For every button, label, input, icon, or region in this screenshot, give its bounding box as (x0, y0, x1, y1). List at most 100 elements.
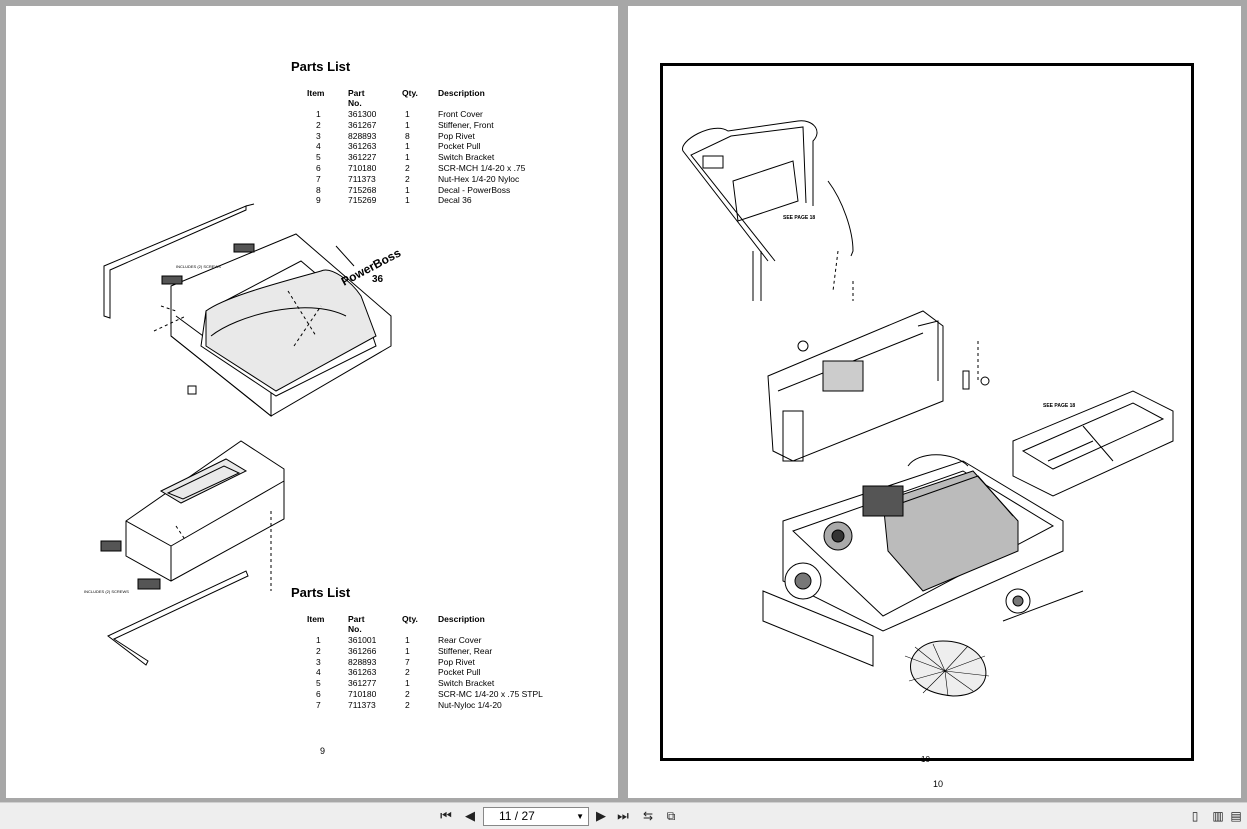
page-indicator: 11 / 27 (499, 809, 535, 823)
table-row: 9 715269 1 Decal 36 (6, 195, 606, 206)
cell-part: 828893 (348, 130, 377, 141)
cell-part: 361277 (348, 678, 377, 689)
cell-part: 715268 (348, 184, 377, 195)
inner-page-number: 10 (921, 755, 930, 764)
cell-item: 9 (316, 195, 321, 206)
first-page-icon[interactable]: ⏮ (440, 808, 452, 823)
previous-page-icon[interactable]: ◀ (465, 808, 475, 823)
see-page-label-top: SEE PAGE 18 (783, 215, 815, 221)
col-desc-header: Description (438, 88, 485, 98)
cell-item: 5 (316, 678, 321, 689)
cell-qty: 8 (405, 130, 410, 141)
page-number-left: 9 (320, 746, 326, 756)
left-page: Parts List Item Part No. Qty. Descriptio… (6, 6, 618, 798)
cell-desc: Pop Rivet (438, 656, 475, 667)
cell-qty: 2 (405, 689, 410, 699)
col-desc-header: Description (438, 614, 485, 624)
cell-item: 7 (316, 173, 321, 184)
cell-qty: 1 (405, 119, 410, 130)
cell-part: 361227 (348, 152, 377, 163)
page-number-right: 10 (933, 779, 944, 789)
cell-part: 361267 (348, 119, 377, 130)
cell-desc: Nut-Hex 1/4-20 Nyloc (438, 173, 520, 184)
cell-qty: 1 (405, 141, 410, 152)
cell-item: 3 (316, 130, 321, 141)
includes-screws-label-rear: INCLUDES (2) SCREWS (84, 589, 129, 594)
table-row: 4 361263 1 Pocket Pull (6, 141, 606, 152)
table-row: 1 361300 1 Front Cover (6, 109, 606, 120)
cell-part: 710180 (348, 689, 377, 699)
table-row: 3 828893 8 Pop Rivet (6, 131, 606, 142)
table-row: 7 711373 2 Nut-Nyloc 1/4-20 (6, 700, 606, 711)
col-qty-header: Qty. (402, 88, 418, 98)
front-cover-diagram: PowerBoss 36 INCLUDES (2) SCREWS (103, 203, 403, 418)
cell-part: 828893 (348, 656, 377, 667)
cell-qty: 1 (405, 645, 410, 656)
cell-item: 4 (316, 141, 321, 152)
cell-desc: Switch Bracket (438, 678, 495, 689)
cell-item: 8 (316, 184, 321, 195)
continuous-view-icon[interactable]: ▥ (1212, 809, 1224, 823)
cell-desc: SCR-MCH 1/4-20 x .75 (438, 163, 526, 173)
cell-item: 2 (316, 119, 321, 130)
cell-desc: Pop Rivet (438, 130, 475, 141)
cell-desc: Switch Bracket (438, 152, 495, 163)
cell-qty: 7 (405, 656, 410, 667)
rear-parts-list-title: Parts List (291, 585, 351, 600)
cell-part: 711373 (348, 173, 376, 184)
cell-part: 361263 (348, 667, 377, 678)
cell-item: 5 (316, 152, 321, 163)
cell-qty: 1 (405, 184, 410, 195)
viewer-toolbar: ⏮ ◀ 11 / 27 ▼ ▶ ⏭ ⇆ ⧉ ▯ ▥ ▤ (0, 802, 1247, 829)
facing-pages-view-icon[interactable]: ▤ (1230, 809, 1242, 823)
col-item-header: Item (307, 88, 325, 98)
cell-item: 1 (316, 109, 321, 119)
cell-qty: 1 (405, 195, 410, 206)
cell-desc: SCR-MC 1/4-20 x .75 STPL (438, 689, 543, 699)
cell-qty: 1 (405, 678, 410, 689)
cell-qty: 1 (405, 635, 410, 645)
cell-desc: Nut-Nyloc 1/4-20 (438, 699, 502, 710)
next-page-icon[interactable]: ▶ (596, 808, 606, 823)
cell-item: 6 (316, 163, 321, 173)
cell-desc: Decal 36 (438, 195, 472, 206)
cell-item: 7 (316, 699, 321, 710)
col-item-header: Item (307, 614, 325, 624)
includes-screws-label-front: INCLUDES (2) SCREWS (176, 264, 221, 269)
right-page: SEE PAGE 18 SEE PAGE 18 10 10 (628, 6, 1241, 798)
single-page-view-icon[interactable]: ▯ (1191, 809, 1199, 823)
cell-part: 715269 (348, 195, 377, 206)
cell-desc: Pocket Pull (438, 141, 481, 152)
go-back-icon[interactable]: ⇆ (642, 809, 654, 823)
table-row: 7 711373 2 Nut-Hex 1/4-20 Nyloc (6, 174, 606, 185)
dropdown-arrow-icon: ▼ (576, 812, 584, 821)
cell-qty: 1 (405, 109, 410, 119)
cell-qty: 2 (405, 699, 410, 710)
machine-exploded-diagram: SEE PAGE 18 SEE PAGE 18 (682, 120, 1174, 697)
cell-part: 361300 (348, 109, 377, 119)
cell-desc: Pocket Pull (438, 667, 481, 678)
cell-desc: Stiffener, Rear (438, 645, 493, 656)
cell-part: 361263 (348, 141, 377, 152)
cell-desc: Front Cover (438, 109, 483, 119)
cell-item: 3 (316, 656, 321, 667)
diagram-frame (660, 63, 1194, 761)
cell-part: 361266 (348, 645, 377, 656)
go-forward-icon[interactable]: ⧉ (666, 809, 676, 823)
cell-part: 711373 (348, 699, 376, 710)
cell-item: 4 (316, 667, 321, 678)
cell-qty: 2 (405, 173, 410, 184)
cell-qty: 2 (405, 163, 410, 173)
last-page-icon[interactable]: ⏭ (617, 808, 629, 823)
cell-qty: 2 (405, 667, 410, 678)
page-selector[interactable]: 11 / 27 ▼ (483, 807, 589, 826)
table-row: 4 361263 2 Pocket Pull (6, 667, 606, 678)
cell-desc: Rear Cover (438, 635, 482, 645)
col-qty-header: Qty. (402, 614, 418, 624)
